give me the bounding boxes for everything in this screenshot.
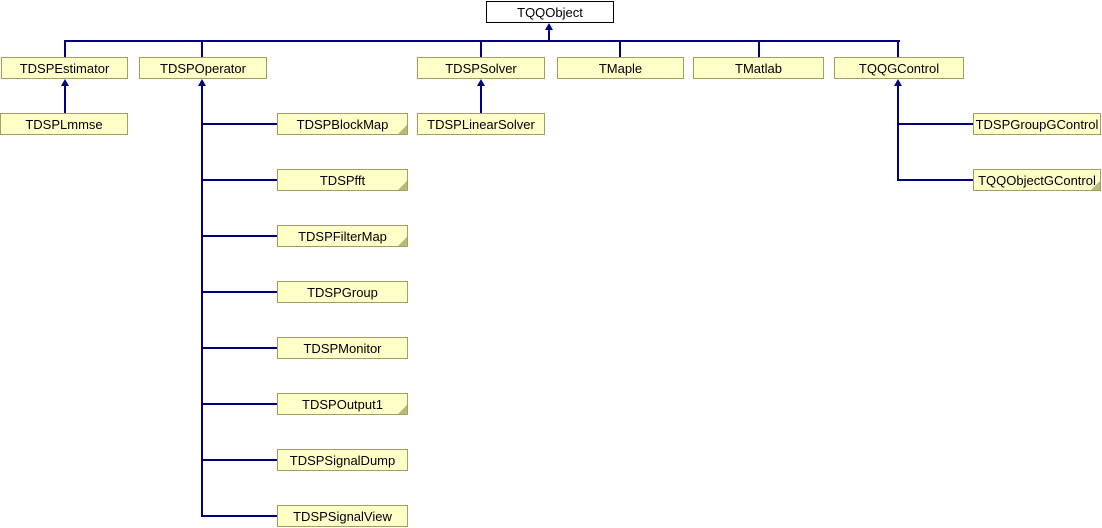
- class-name-label: TDSPGroupGControl: [975, 116, 1099, 132]
- class-node-tdspgroup[interactable]: TDSPGroup: [277, 281, 408, 303]
- connector-main-bus: [64, 40, 900, 42]
- class-node-tdspsignaldump[interactable]: TDSPSignalDump: [277, 449, 408, 471]
- class-name-label: TMaple: [598, 60, 643, 76]
- class-name-label: TDSPLmmse: [25, 116, 103, 132]
- class-node-tdspsignalview[interactable]: TDSPSignalView: [277, 505, 408, 527]
- class-name-label: TDSPSignalDump: [289, 452, 396, 468]
- connector-branch-filtermap: [201, 235, 277, 237]
- class-name-label: TMatlab: [735, 60, 782, 76]
- connector-branch-monitor: [201, 347, 277, 349]
- class-name-label: TDSPFilterMap: [298, 228, 387, 244]
- connector-branch-group: [201, 291, 277, 293]
- arrowhead-to-ggcontrol: [894, 79, 902, 86]
- class-node-tmaple[interactable]: TMaple: [557, 57, 684, 79]
- connector-branch-signaldump: [201, 459, 277, 461]
- connector-stub-estimator: [64, 40, 66, 57]
- connector-root-shaft: [548, 29, 550, 42]
- class-node-tqqgcontrol[interactable]: TQQGControl: [834, 57, 964, 79]
- class-node-tdspsolver[interactable]: TDSPSolver: [417, 57, 545, 79]
- class-node-tdsplinearsolver[interactable]: TDSPLinearSolver: [417, 113, 545, 135]
- class-name-label: TDSPEstimator: [19, 60, 110, 76]
- class-name-label: TDSPBlockMap: [296, 116, 389, 132]
- connector-stub-ggcontrol: [897, 40, 899, 57]
- connector-branch-fft: [201, 179, 277, 181]
- class-name-label: TDSPGroup: [307, 284, 378, 300]
- derived-classes-fold-icon: [398, 237, 407, 246]
- connector-stub-solver: [480, 40, 482, 57]
- connector-branch-output1: [201, 403, 277, 405]
- connector-stub-maple: [619, 40, 621, 57]
- connector-lmmse-shaft: [64, 85, 66, 113]
- class-node-tdsplmmse[interactable]: TDSPLmmse: [0, 113, 128, 135]
- arrowhead-to-solver: [477, 79, 485, 86]
- class-node-tqqobjectgcontrol[interactable]: TQQObjectGControl: [973, 169, 1101, 191]
- arrowhead-to-estimator: [61, 79, 69, 86]
- connector-linearsolver-shaft: [480, 85, 482, 113]
- class-name-label: TDSPOutput1: [302, 396, 383, 412]
- derived-classes-fold-icon: [1091, 181, 1100, 190]
- derived-classes-fold-icon: [398, 125, 407, 134]
- class-name-label: TDSPOperator: [160, 60, 246, 76]
- class-node-tdspmonitor[interactable]: TDSPMonitor: [277, 337, 408, 359]
- class-name-label: TDSPSolver: [445, 60, 517, 76]
- class-name-label: TDSPMonitor: [303, 340, 382, 356]
- derived-classes-fold-icon: [398, 405, 407, 414]
- connector-branch-objectgcontrol: [897, 179, 973, 181]
- class-name-label: TDSPSignalView: [293, 508, 392, 524]
- arrowhead-to-operator: [198, 79, 206, 86]
- connector-branch-signalview: [201, 515, 277, 517]
- connector-stub-operator: [201, 40, 203, 57]
- connector-branch-groupgcontrol: [897, 123, 973, 125]
- connector-ggcontrol-trunk: [897, 85, 899, 181]
- class-name-label: TQQGControl: [858, 60, 940, 76]
- derived-classes-fold-icon: [398, 181, 407, 190]
- class-node-tmatlab[interactable]: TMatlab: [693, 57, 824, 79]
- class-name-label: TDSPfft: [319, 172, 366, 188]
- class-node-tqqobject[interactable]: TQQObject: [486, 1, 614, 23]
- class-node-tdspoutput1[interactable]: TDSPOutput1: [277, 393, 408, 415]
- connector-stub-matlab: [758, 40, 760, 57]
- class-node-tdspfft[interactable]: TDSPfft: [277, 169, 408, 191]
- class-node-tdspestimator[interactable]: TDSPEstimator: [1, 57, 128, 79]
- class-node-tdspgroupgcontrol[interactable]: TDSPGroupGControl: [973, 113, 1101, 135]
- class-name-label: TQQObject: [517, 4, 583, 20]
- connector-branch-blockmap: [201, 123, 277, 125]
- class-node-tdspoperator[interactable]: TDSPOperator: [139, 57, 267, 79]
- class-name-label: TDSPLinearSolver: [427, 116, 535, 132]
- connector-operator-trunk: [201, 85, 203, 517]
- class-node-tdspfiltermap[interactable]: TDSPFilterMap: [277, 225, 408, 247]
- arrowhead-to-tqqobject: [545, 23, 553, 30]
- class-name-label: TQQObjectGControl: [978, 172, 1096, 188]
- class-node-tdspblockmap[interactable]: TDSPBlockMap: [277, 113, 408, 135]
